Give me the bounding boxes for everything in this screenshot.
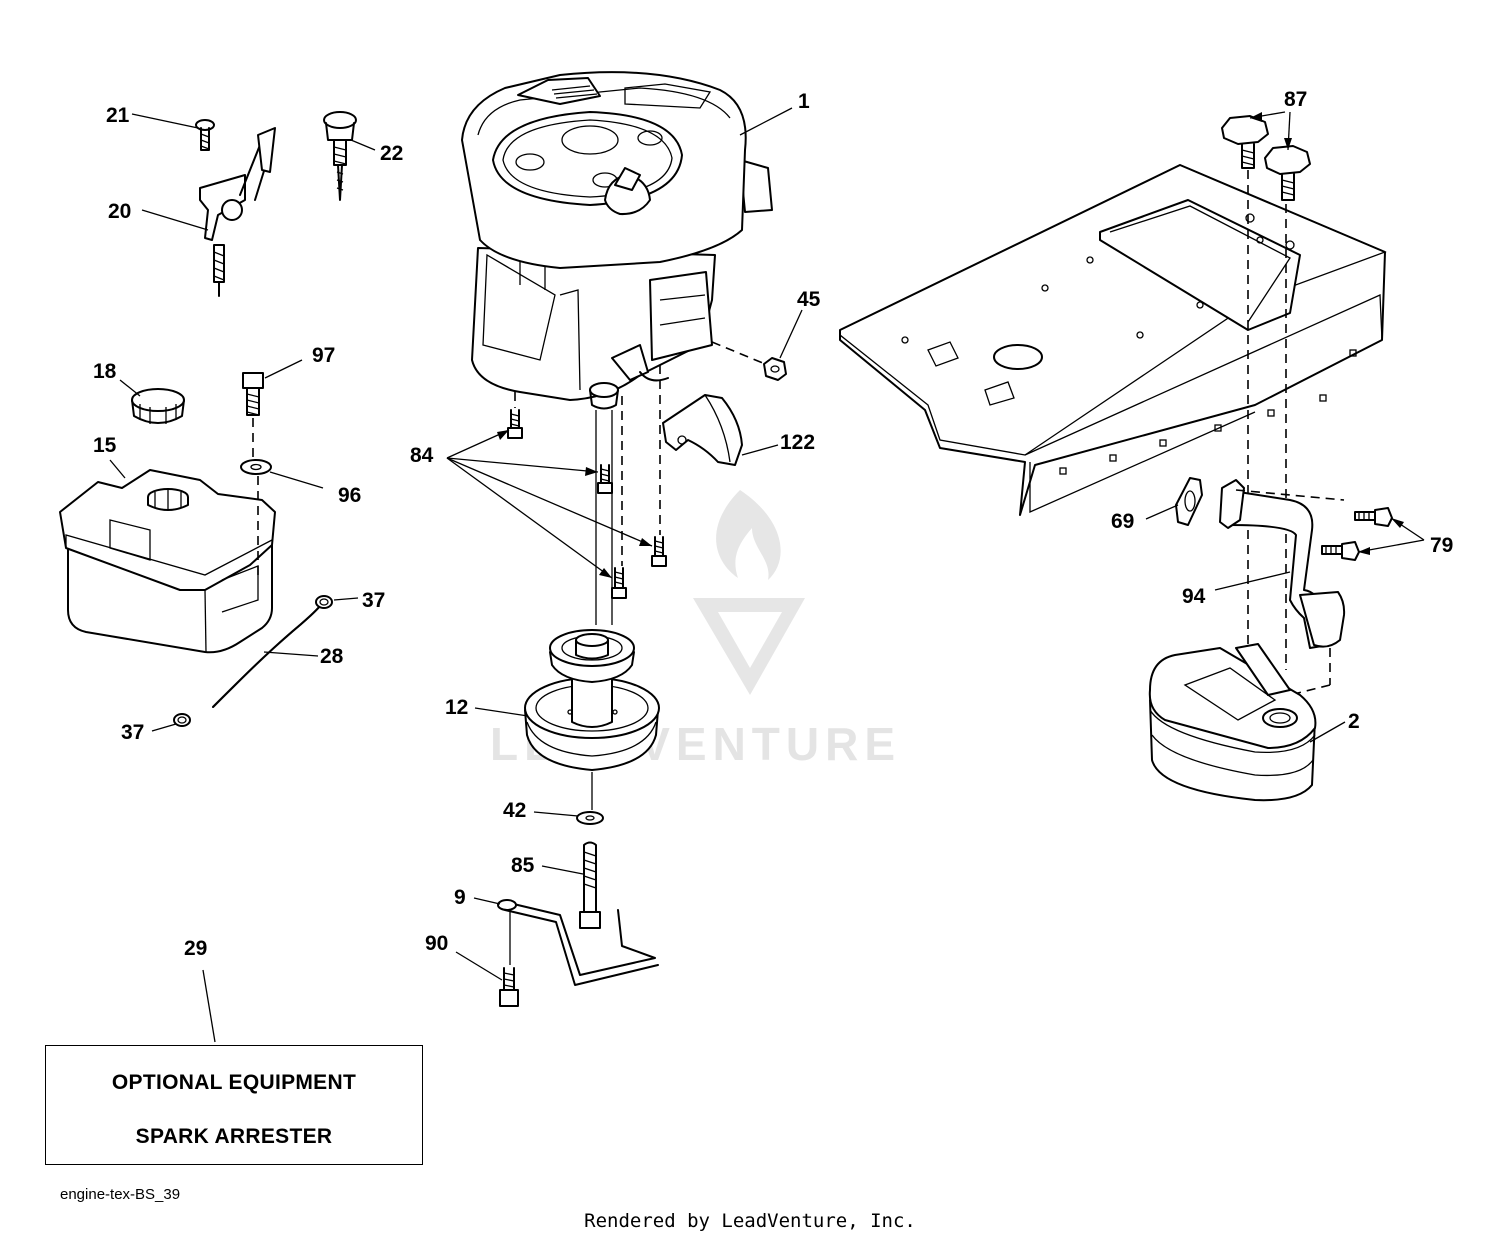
bolt-84-d	[611, 567, 627, 599]
callout-9: 9	[454, 886, 466, 909]
callout-20: 20	[108, 200, 131, 223]
bolt-84-c	[651, 536, 667, 567]
leader-arrowheads	[497, 112, 1404, 578]
callout-2: 2	[1348, 710, 1360, 733]
callout-18: 18	[93, 360, 117, 383]
callout-94: 94	[1182, 585, 1206, 608]
watermark-v-icon	[693, 598, 805, 695]
watermark-flame-icon	[716, 490, 781, 580]
callout-85: 85	[511, 854, 535, 877]
callout-84: 84	[410, 444, 434, 467]
clamp-37-upper	[315, 595, 333, 609]
callout-29: 29	[184, 937, 207, 960]
bolt-85	[579, 841, 601, 929]
callout-87: 87	[1284, 88, 1307, 111]
knob-22	[323, 111, 357, 201]
bolt-87-b	[1264, 145, 1311, 201]
callout-12: 12	[445, 696, 468, 719]
engine-1	[461, 71, 773, 401]
washer-42	[576, 811, 604, 825]
gasket-69	[1175, 477, 1203, 526]
bolt-97	[242, 372, 264, 416]
callout-22: 22	[380, 142, 403, 165]
rod-9	[497, 899, 659, 986]
engine-crank-boss	[589, 382, 619, 410]
callout-28: 28	[320, 645, 344, 668]
bracket-122	[662, 394, 743, 466]
callout-15: 15	[93, 434, 117, 457]
callout-97: 97	[312, 344, 335, 367]
clamp-37-lower	[173, 713, 191, 727]
bolt-84-a	[507, 409, 523, 439]
screw-21	[195, 119, 215, 151]
engine-mounting-plate	[839, 164, 1387, 516]
callout-21: 21	[106, 104, 130, 127]
bolt-90	[499, 967, 519, 1007]
note-line-optional-equipment: OPTIONAL EQUIPMENT	[111, 1071, 357, 1094]
callout-37-upper: 37	[362, 589, 385, 612]
callout-45: 45	[797, 288, 821, 311]
callout-90: 90	[425, 932, 448, 955]
exhaust-pipe-94	[1219, 479, 1346, 649]
callout-42: 42	[503, 799, 526, 822]
callout-labels: 21 20 22 18 15 97 96 37 28 37 1 45 122 8…	[93, 88, 1453, 960]
diagram-id: engine-tex-BS_39	[60, 1186, 181, 1203]
callout-122: 122	[780, 431, 815, 454]
footer-credit: Rendered by LeadVenture, Inc.	[584, 1210, 916, 1232]
callout-96: 96	[338, 484, 361, 507]
muffler-2	[1148, 643, 1317, 802]
washer-96	[240, 459, 272, 475]
fuel-line-28	[212, 605, 321, 708]
screw-79-b	[1321, 541, 1360, 561]
callout-79: 79	[1430, 534, 1453, 557]
fuel-cap-18	[131, 388, 185, 424]
leader-lines	[109, 107, 1425, 1043]
bolt-87-a	[1221, 115, 1269, 169]
callout-37-lower: 37	[121, 721, 144, 744]
fuel-tank-15	[59, 469, 276, 654]
throttle-control-assembly	[199, 127, 276, 297]
bolt-84-b	[597, 464, 613, 494]
optional-equipment-note: OPTIONAL EQUIPMENT SPARK ARRESTER	[45, 1045, 423, 1165]
pulley-12	[524, 629, 660, 771]
note-line-spark-arrester: SPARK ARRESTER	[135, 1125, 333, 1148]
screw-79-a	[1354, 507, 1393, 527]
callout-1: 1	[798, 90, 810, 113]
callout-69: 69	[1111, 510, 1134, 533]
nut-45	[763, 357, 787, 381]
